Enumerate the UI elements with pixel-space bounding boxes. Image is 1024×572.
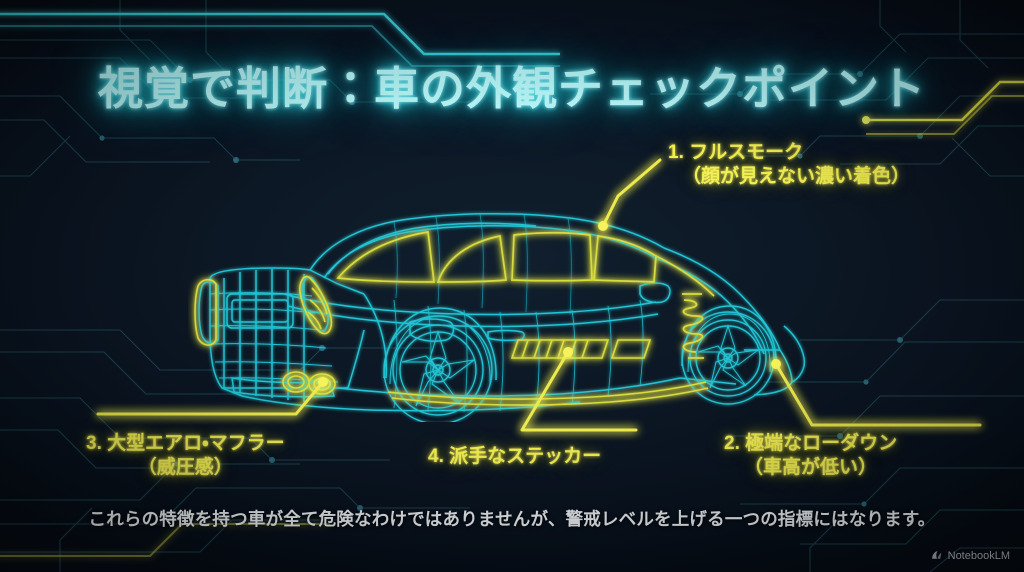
- callout-3-sub: （威圧感）: [137, 457, 233, 479]
- leader-line-2: [774, 362, 982, 427]
- callout-label-1: 1. フルスモーク （顔が見えない濃い着色）: [668, 141, 910, 190]
- highlight-tail-light: [194, 275, 333, 346]
- car-front-wheel: [681, 305, 777, 405]
- leader-line-4: [520, 350, 638, 432]
- highlight-side-skirt: [387, 381, 709, 406]
- accent-trace-cyan: [0, 12, 560, 67]
- callout-2-main: 2. 極端なローダウン: [724, 433, 898, 454]
- car-rear-wheel: [383, 307, 497, 425]
- circuit-traces-left: [0, 0, 470, 572]
- notebooklm-watermark: NotebookLM: [930, 549, 1010, 562]
- page-title: 視覚で判断：車の外観チェックポイント: [97, 63, 926, 114]
- car-body-outline: [198, 212, 806, 413]
- car-wireframe-illustration: [188, 182, 848, 425]
- callout-label-3: 3. 大型エアロ・マフラー （威圧感）: [86, 432, 285, 481]
- callout-2-sub: （車高が低い）: [744, 457, 878, 479]
- callout-label-2: 2. 極端なローダウン （車高が低い）: [724, 432, 897, 481]
- accent-trace-yellow-bottom: [0, 523, 330, 557]
- highlight-window-tint: [336, 231, 715, 297]
- leader-dot-3: [318, 377, 328, 387]
- footer-note: これらの特徴を持つ車が全て危険なわけではありませんが、警戒レベルを上げる一つの指…: [88, 509, 936, 529]
- leader-dot-1: [598, 221, 608, 231]
- leader-line-1: [601, 158, 662, 228]
- circuit-traces-right: [650, 0, 1024, 572]
- leader-line-3: [96, 380, 325, 416]
- leader-dot-2: [771, 359, 781, 369]
- callout-4-main: 4. 派手なステッカー: [428, 446, 602, 467]
- highlight-side-sticker: [510, 339, 652, 359]
- watermark-label: NotebookLM: [947, 549, 1010, 562]
- callout-label-4: 4. 派手なステッカー: [428, 445, 601, 469]
- leader-dot-4: [563, 347, 573, 357]
- callout-3-main: 3. 大型エアロ・マフラー: [86, 433, 285, 454]
- accent-trace-yellow-top: [862, 80, 1024, 135]
- highlight-coil-spring: [682, 293, 704, 359]
- notebooklm-logo-icon: [931, 551, 941, 559]
- callout-1-main: 1. フルスモーク: [668, 142, 804, 163]
- callout-1-sub: （顔が見えない濃い着色）: [682, 166, 911, 188]
